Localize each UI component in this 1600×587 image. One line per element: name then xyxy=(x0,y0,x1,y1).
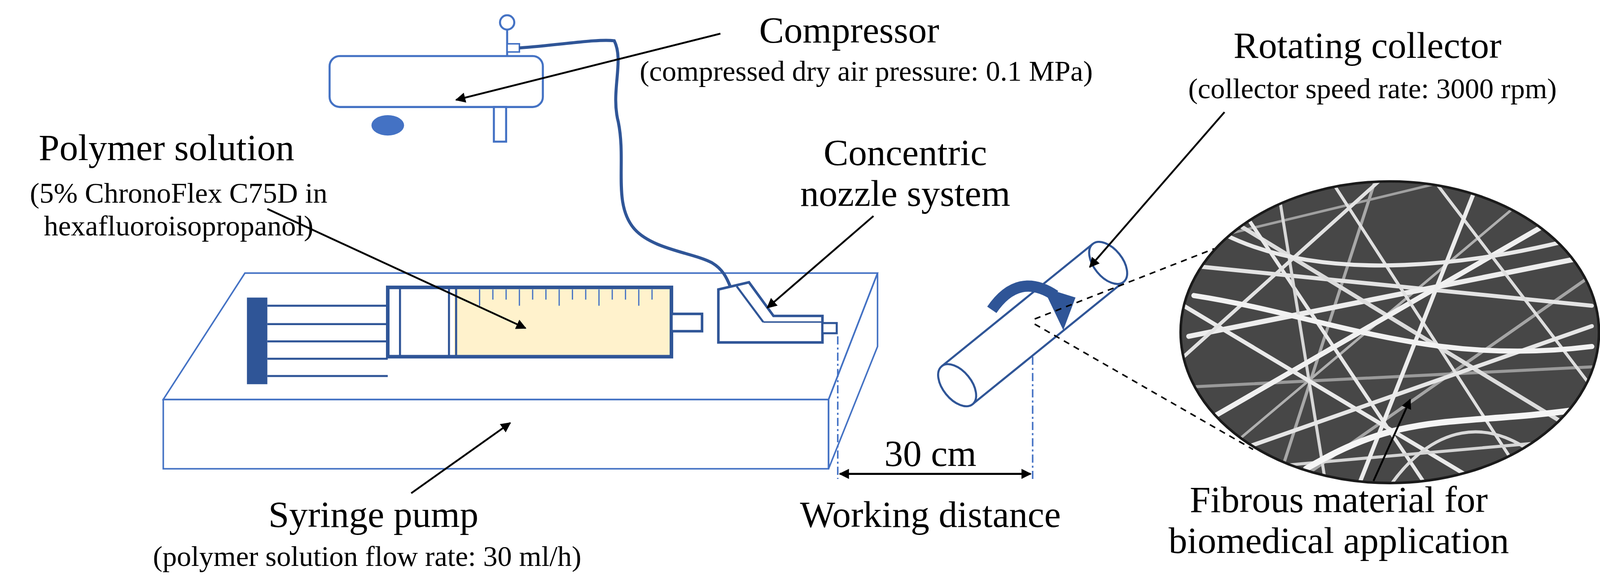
pressure-gauge xyxy=(499,15,515,30)
plunger-handle xyxy=(246,298,268,385)
plunger-rod xyxy=(267,323,388,326)
valve-outlet xyxy=(507,43,520,53)
part-label: Compressor xyxy=(758,9,939,51)
graduation-tick xyxy=(505,289,507,300)
fiber xyxy=(1214,326,1592,459)
leader-arrow xyxy=(1373,399,1411,482)
graduation-tick xyxy=(545,289,547,300)
syringe-pump-body xyxy=(163,273,878,470)
graduation-tick xyxy=(518,289,521,306)
nozzle-air-channel xyxy=(763,321,823,323)
compressor-tank xyxy=(329,56,543,108)
fiber xyxy=(1306,407,1592,470)
graduation-tick xyxy=(585,289,587,300)
leader-arrow xyxy=(767,216,874,309)
part-label: Syringe pump xyxy=(268,494,479,536)
distance-guide xyxy=(837,336,839,480)
graduation-tick xyxy=(598,289,600,306)
parameter-note: (collector speed rate: 3000 rpm) xyxy=(1188,73,1557,105)
leader-arrow xyxy=(1089,112,1225,268)
part-label: Polymer solution xyxy=(38,127,295,169)
part-label: Rotating collector xyxy=(1233,25,1502,66)
graduation-tick xyxy=(531,289,534,300)
plunger-rod xyxy=(267,340,388,343)
plunger-seal xyxy=(447,287,451,358)
plunger-rod xyxy=(267,375,388,378)
dimension-value: 30 cm xyxy=(884,433,977,475)
dimension-label: Working distance xyxy=(799,494,1061,536)
pump-side-face xyxy=(828,273,878,470)
pump-top-face xyxy=(163,273,878,400)
collector-edge xyxy=(972,282,1124,405)
leader-arrow xyxy=(411,423,511,494)
part-label: Concentric nozzle system xyxy=(784,132,1027,215)
syringe-barrel xyxy=(387,287,672,358)
plunger-rod xyxy=(267,358,388,361)
parameter-note: (polymer solution flow rate: 30 ml/h) xyxy=(153,541,582,573)
rotating-collector xyxy=(930,235,1136,414)
fiber xyxy=(1183,367,1592,388)
collector-end xyxy=(930,357,984,414)
syringe-tip xyxy=(671,314,702,332)
fiber xyxy=(1224,234,1592,266)
nozzle-air-channel xyxy=(736,286,764,323)
plunger-seal xyxy=(455,287,458,358)
graduation-tick xyxy=(651,289,653,300)
plunger-rods xyxy=(267,306,388,377)
graduation-marks xyxy=(479,289,653,306)
plunger-rod xyxy=(267,304,388,307)
parameter-note: (compressed dry air pressure: 0.1 MPa) xyxy=(639,55,1093,88)
graduation-tick xyxy=(624,289,627,300)
graduation-tick xyxy=(558,289,561,306)
concentric-nozzle xyxy=(718,282,823,343)
fiber xyxy=(1193,204,1582,429)
graduation-tick xyxy=(478,289,481,306)
compressor-wheel xyxy=(371,115,405,136)
part-label: Fibrous material for biomedical applicat… xyxy=(1154,479,1523,562)
plunger-seal xyxy=(398,287,402,358)
sem-image-border xyxy=(1180,181,1600,484)
graduation-tick xyxy=(492,289,494,300)
fiber xyxy=(1193,295,1592,352)
parameter-note: (5% ChronoFlex C75D in hexafluoroisoprop… xyxy=(23,177,334,243)
graduation-tick xyxy=(571,289,574,300)
graduation-tick xyxy=(638,289,640,306)
collector-end xyxy=(1081,235,1135,292)
polymer-solution-fill xyxy=(454,287,672,358)
compressor-leg xyxy=(493,107,506,142)
sem-image-background xyxy=(1180,181,1600,484)
graduation-tick xyxy=(611,289,614,300)
nozzle-tip xyxy=(822,323,838,334)
fiber xyxy=(1275,173,1327,490)
